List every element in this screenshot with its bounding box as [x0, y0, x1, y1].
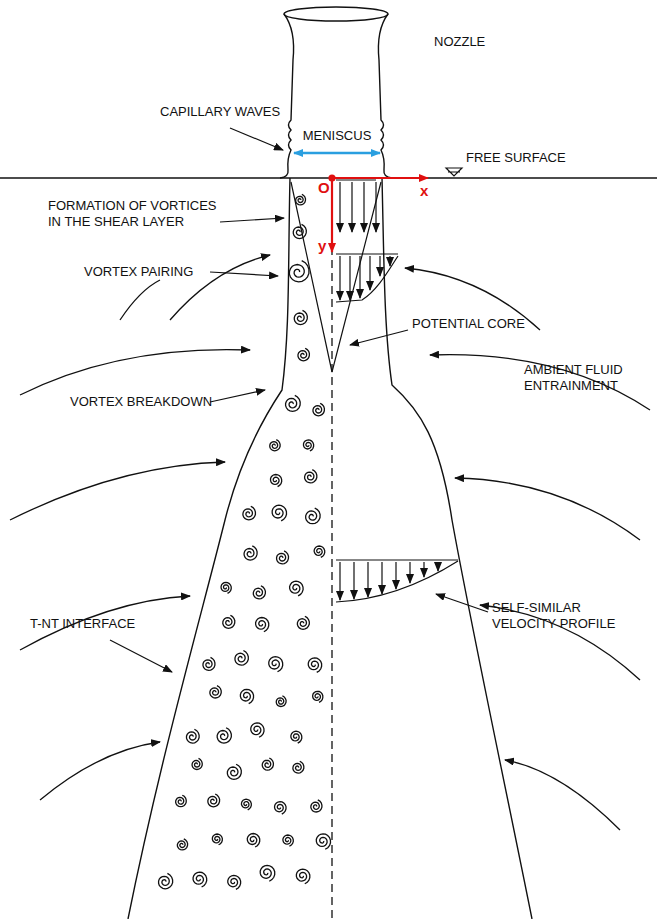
label-text: FORMATION OF VORTICES IN THE SHEAR LAYER: [48, 198, 228, 230]
label-text: VORTEX PAIRING: [84, 264, 214, 280]
vortex-spiral: [244, 546, 257, 560]
vortex-spiral: [269, 657, 283, 672]
jet-boundary-right: [382, 178, 532, 919]
vortex-spiral: [228, 875, 241, 889]
vortex-spiral: [306, 508, 320, 524]
vortex-spiral: [297, 616, 309, 629]
vortex-spiral: [314, 546, 325, 557]
vortex-spiral: [290, 581, 304, 596]
vortex-spiral: [177, 839, 187, 850]
label-text: AMBIENT FLUID ENTRAINMENT: [524, 362, 634, 394]
vortex-spiral: [247, 834, 259, 848]
vortex-spiral: [272, 505, 286, 521]
vortex-spiral: [277, 551, 289, 564]
vortex-spiral: [298, 348, 309, 361]
vortex-spiral: [308, 658, 321, 673]
vortex-spiral: [235, 651, 248, 666]
label-text: VORTEX BREAKDOWN: [70, 394, 220, 410]
label-text: O: [318, 180, 332, 196]
velocity-profile-nozzle: [336, 180, 376, 232]
label-text: x: [420, 183, 434, 199]
vortex-spiral: [305, 470, 317, 483]
label-text: T-NT INTERFACE: [30, 616, 160, 632]
vortex-spiral: [221, 582, 231, 593]
vortex-spiral: [159, 873, 173, 888]
vortex-spiral: [260, 865, 275, 881]
velocity-profile-core: [336, 254, 398, 302]
vortex-spiral: [316, 834, 330, 850]
vortex-spiral: [289, 261, 309, 282]
nozzle: [280, 7, 392, 178]
vortex-spiral: [176, 795, 187, 807]
vortex-spiral: [208, 794, 220, 807]
vortex-spiral: [276, 696, 286, 707]
vortex-spiral: [283, 835, 293, 846]
vortex-spiral: [253, 586, 265, 599]
vortex-spiral: [217, 728, 231, 743]
meniscus-arrow: [294, 152, 380, 155]
vortex-spiral: [304, 440, 314, 451]
label-text: POTENTIAL CORE: [412, 316, 542, 332]
vortex-spiral: [192, 758, 202, 769]
vortex-spiral: [313, 403, 324, 416]
vortex-spiral: [193, 872, 207, 887]
vortex-spiral: [240, 689, 253, 703]
jet-boundary-left: [128, 178, 290, 919]
potential-core: [291, 182, 381, 372]
vortex-spiral: [242, 799, 252, 810]
vortex-spiral: [296, 869, 309, 884]
vortex-spiral: [203, 657, 215, 670]
label-text: y: [318, 238, 332, 254]
label-text: MENISCUS: [292, 128, 382, 144]
vortex-spiral: [251, 723, 264, 737]
vortex-spiral: [262, 758, 273, 770]
label-text: SELF-SIMILAR VELOCITY PROFILE: [492, 600, 642, 632]
vortex-spiral: [275, 802, 286, 815]
vortex-spiral: [296, 194, 306, 205]
free-surface-symbol: [446, 168, 462, 176]
vortex-spiral: [256, 618, 269, 632]
label-text: FREE SURFACE: [466, 150, 586, 166]
vortex-spiral: [311, 800, 322, 812]
vortex-spiral: [212, 834, 222, 845]
vortex-spiral: [243, 506, 256, 520]
label-text: CAPILLARY WAVES: [160, 104, 300, 120]
vortex-spiral: [210, 686, 221, 698]
vortex-spiral: [271, 475, 282, 487]
vortex-spiral: [270, 440, 280, 451]
vortex-spiral: [227, 764, 241, 779]
vortices: [159, 194, 331, 889]
centerline: [331, 182, 332, 919]
label-text: NOZZLE: [434, 34, 554, 50]
vortex-spiral: [291, 731, 302, 743]
vortex-spiral: [223, 615, 235, 628]
vortex-spiral: [293, 224, 306, 238]
vortex-spiral: [293, 761, 304, 773]
axes: [330, 176, 429, 253]
vortex-spiral: [313, 691, 323, 702]
vortex-spiral: [294, 310, 307, 324]
vortex-spiral: [286, 395, 301, 411]
entrainment-arrows: [10, 255, 650, 830]
vortex-spiral: [187, 729, 200, 743]
